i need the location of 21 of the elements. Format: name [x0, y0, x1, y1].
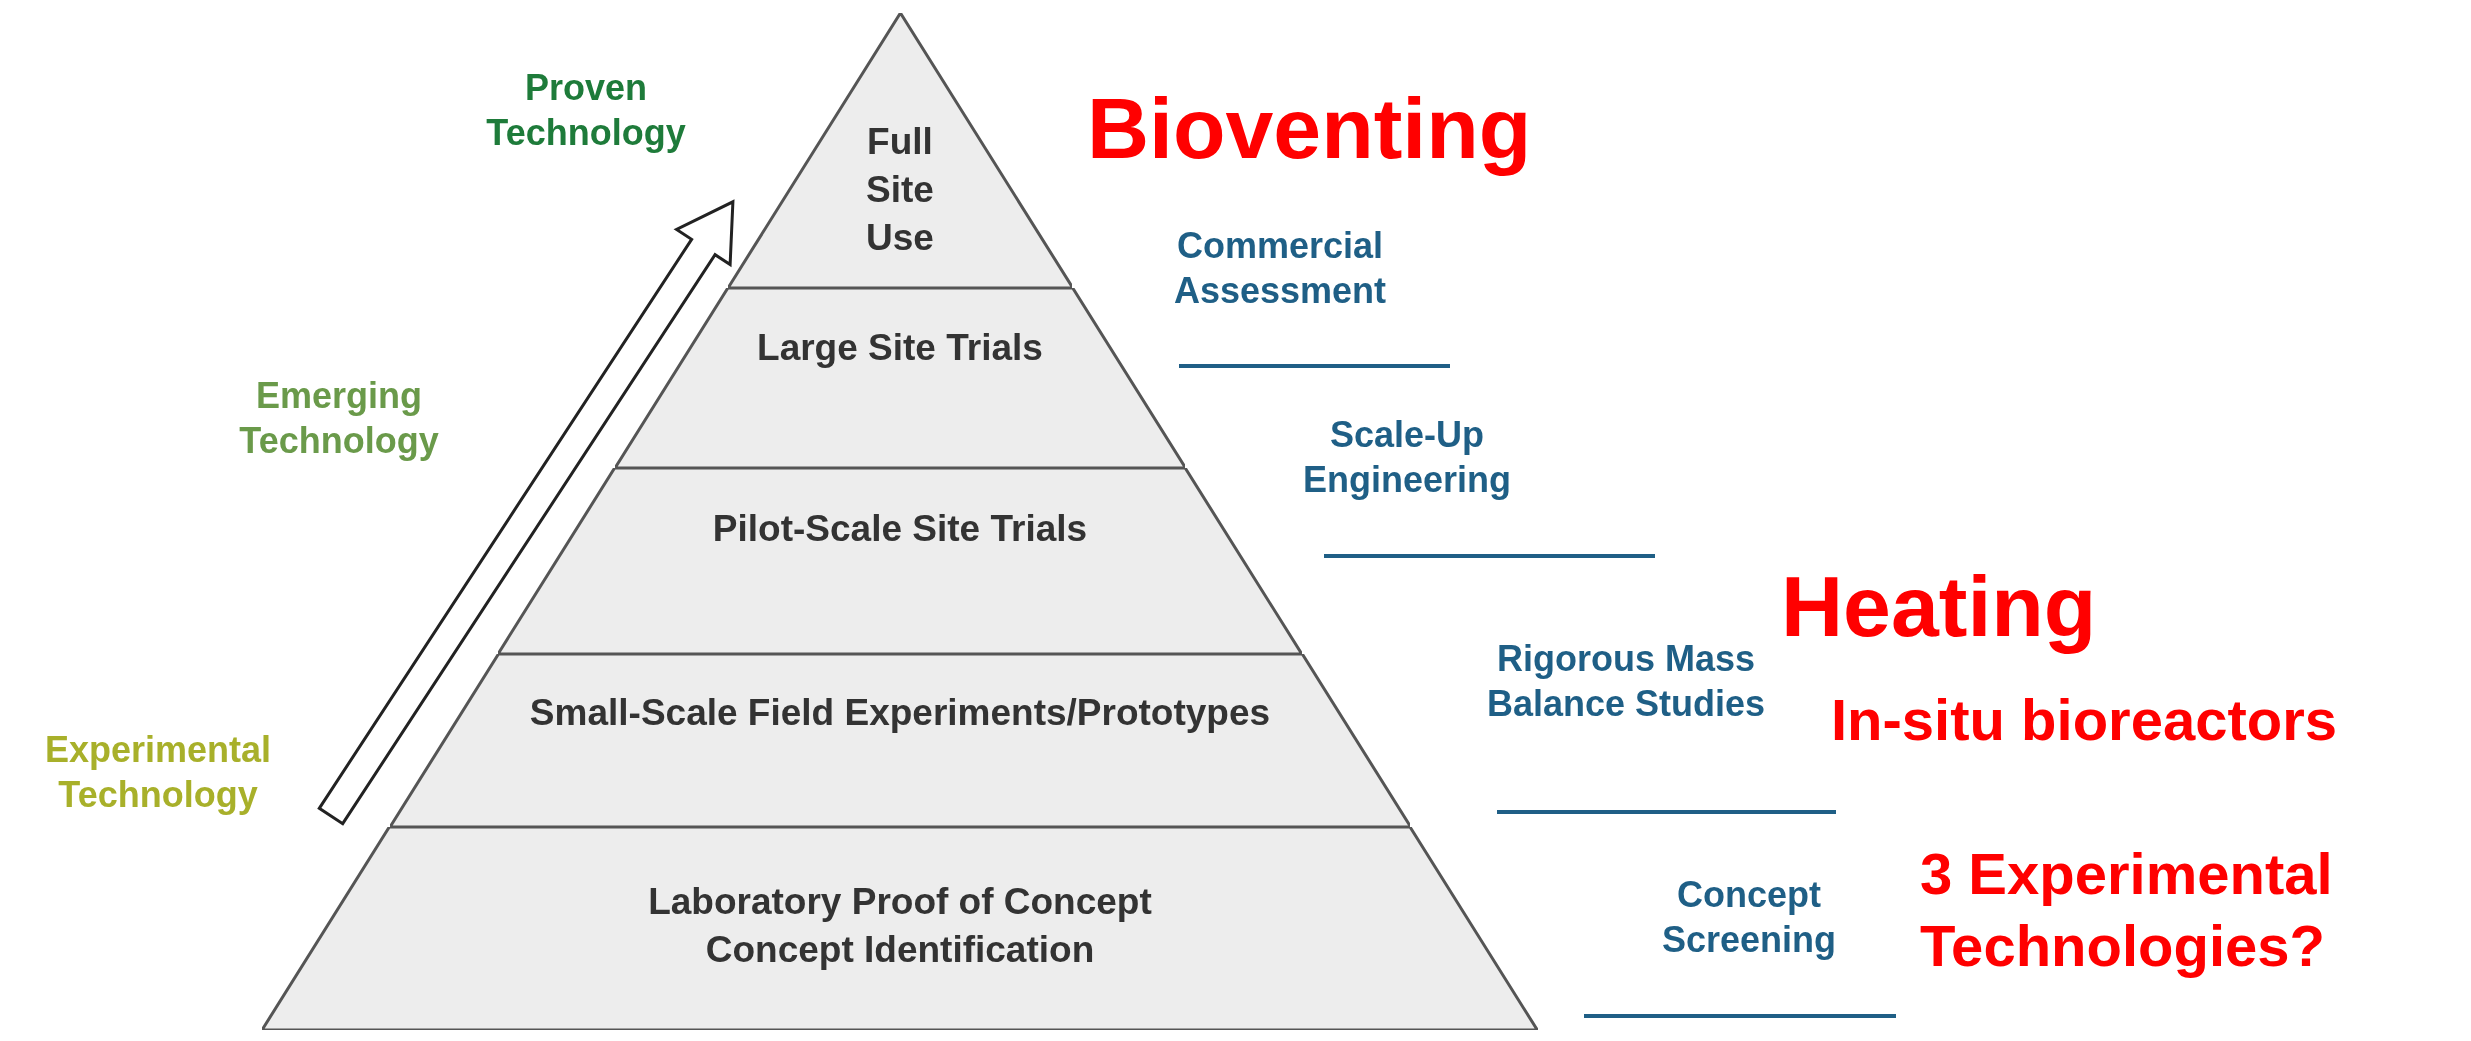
level-label: Concept Identification	[704, 927, 1096, 972]
maturity-label: Proven Technology	[485, 66, 687, 155]
maturity-label: Experimental Technology	[43, 728, 273, 817]
technology-label: Heating	[1781, 557, 2097, 656]
stage-label: Commercial Assessment	[1172, 224, 1388, 313]
stage-label: Rigorous Mass Balance Studies	[1486, 637, 1766, 726]
level-label: Laboratory Proof of Concept	[647, 879, 1153, 924]
level-label: Small-Scale Field Experiments/Prototypes	[528, 690, 1272, 735]
pyramid-level	[389, 654, 1411, 827]
technology-label: 3 Experimental Technologies?	[1920, 839, 2334, 980]
technology-label: Bioventing	[1087, 79, 1532, 178]
maturity-label: Emerging Technology	[238, 374, 440, 463]
pyramid-level	[262, 827, 1538, 1030]
level-label: Large Site Trials	[756, 326, 1044, 370]
technology-label: In-situ bioreactors	[1831, 685, 2337, 754]
stage-label: Scale-Up Engineering	[1302, 413, 1512, 502]
pyramid-level	[727, 13, 1073, 288]
pyramid-level	[498, 468, 1302, 654]
stage-label: Concept Screening	[1660, 873, 1838, 962]
level-label: Full Site Use	[865, 119, 935, 260]
level-label: Pilot-Scale Site Trials	[711, 507, 1089, 552]
